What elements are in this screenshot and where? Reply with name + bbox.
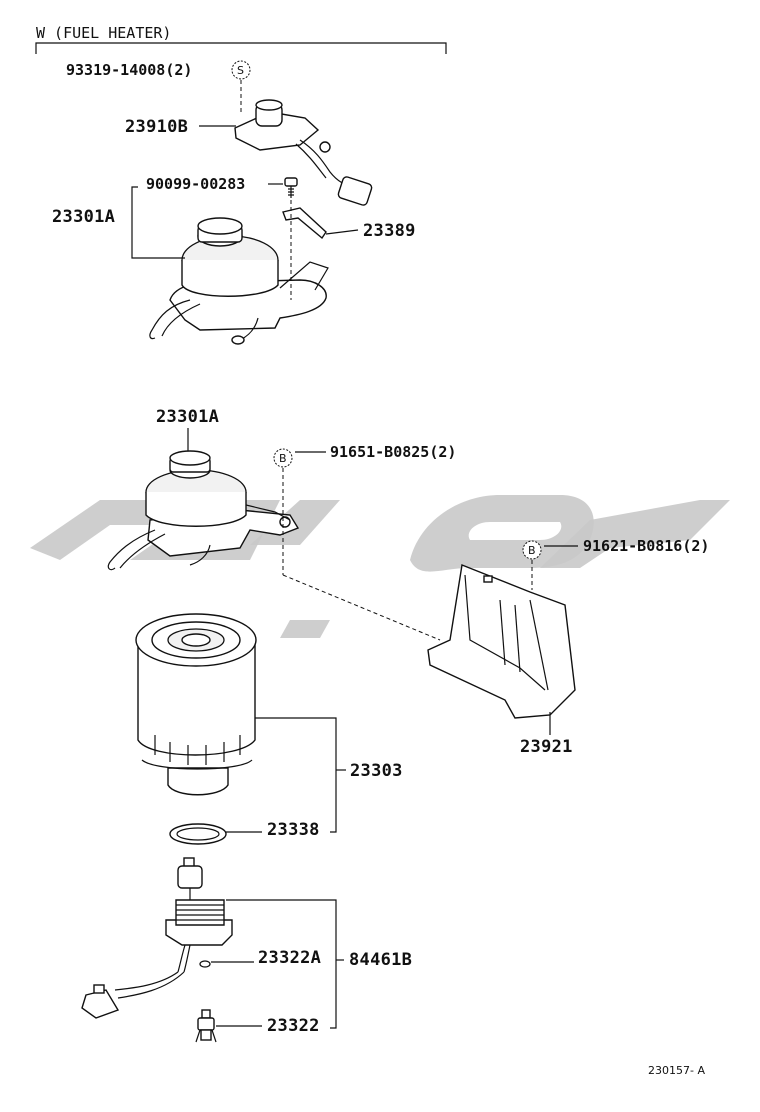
callout-23322A: 23322A	[258, 948, 321, 968]
callout-23301A-mid: 23301A	[156, 407, 219, 427]
callout-23322: 23322	[267, 1016, 320, 1036]
bottom-assembly-group: 84461B 23322A 23322	[81, 857, 412, 1043]
callout-90099: 90099-00283	[146, 175, 245, 193]
s-mark-label: S	[237, 64, 244, 77]
watermark-logo	[30, 495, 730, 638]
b-mark-1-icon	[273, 448, 293, 468]
b-mark-2-icon	[522, 540, 542, 560]
top-assembly-group: S 93319-14008(2) 23910B 90099-00283 2338…	[52, 60, 416, 345]
fuel-heater-23910B	[234, 99, 373, 206]
bracket-23921	[427, 564, 576, 719]
mid-assembly-group: 23301A B 91651-B0825(2) B 91621-B0816(2)	[107, 407, 709, 845]
callout-23301A-top: 23301A	[52, 207, 115, 227]
sensor-element-23322	[195, 1009, 217, 1043]
callout-91621: 91621-B0816(2)	[583, 537, 709, 555]
filter-housing-top	[149, 217, 329, 345]
callout-93319: 93319-14008(2)	[66, 61, 192, 79]
o-ring-23338	[169, 823, 227, 845]
section-header: W (FUEL HEATER)	[35, 24, 447, 54]
callout-91651: 91651-B0825(2)	[330, 443, 456, 461]
callout-23338: 23338	[267, 820, 320, 840]
water-sensor-84461B	[81, 857, 233, 1019]
bolt-90099	[284, 177, 298, 198]
b-mark-1-label: B	[279, 452, 287, 465]
callout-23921: 23921	[520, 737, 573, 757]
figure-code: 230157- A	[648, 1064, 705, 1077]
callout-84461B: 84461B	[349, 950, 412, 970]
callout-23910B: 23910B	[125, 117, 188, 137]
filter-housing-mid	[107, 450, 300, 571]
callout-23303: 23303	[350, 761, 403, 781]
section-label: W (FUEL HEATER)	[36, 24, 171, 42]
bracket-23389	[282, 207, 327, 240]
filter-cartridge-23303	[135, 613, 257, 796]
small-o-ring-23322A	[199, 960, 211, 968]
s-mark-icon	[231, 60, 251, 80]
callout-23389: 23389	[363, 221, 416, 241]
b-mark-2-label: B	[528, 544, 536, 557]
